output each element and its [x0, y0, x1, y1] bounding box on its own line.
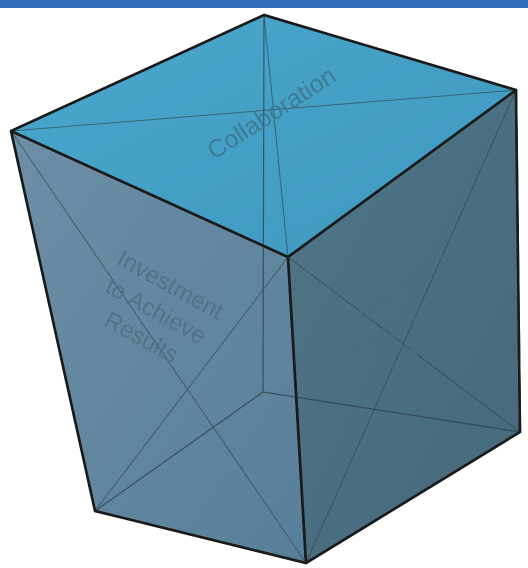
header-bar	[0, 0, 528, 8]
cube-hidden-edges	[94, 14, 521, 512]
cube-visible-edges	[9, 13, 522, 565]
cube-face-diagonals	[10, 14, 521, 564]
